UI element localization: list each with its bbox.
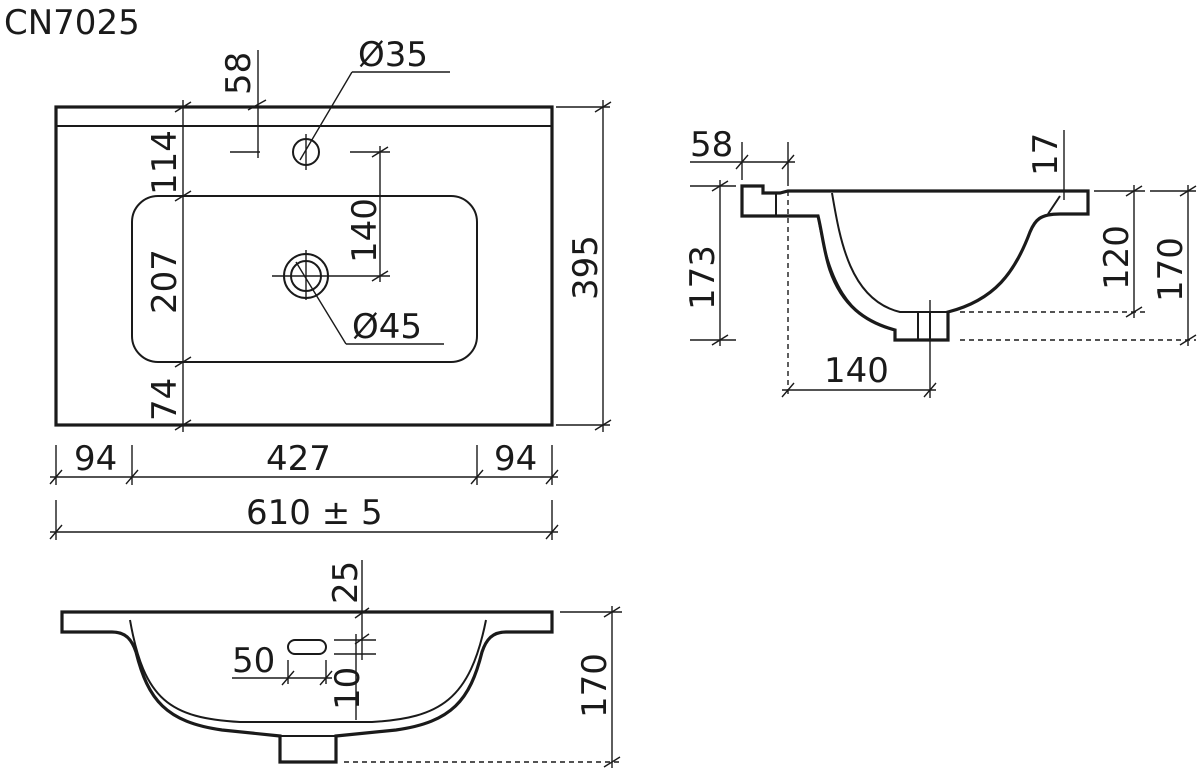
tick-120-bot — [1125, 306, 1143, 318]
dim-overflow-width: 50 — [232, 641, 275, 681]
tick-207-bot — [174, 356, 192, 368]
tick-w4 — [545, 469, 559, 485]
tick-140-bot — [371, 270, 389, 282]
tick-140-top — [371, 146, 389, 158]
dim-total-height-right: 170 — [1151, 237, 1191, 302]
dim-total-height-left: 173 — [683, 245, 723, 310]
dim-overflow-height: 10 — [328, 667, 368, 710]
front-inner-wall — [129, 619, 487, 723]
tick-50-l — [281, 670, 295, 686]
front-view: 25 50 10 170 — [60, 560, 622, 768]
dim-bottom-margin: 74 — [145, 378, 185, 421]
dim-front-total-height: 170 — [575, 653, 615, 718]
tick-173-bot — [711, 334, 729, 346]
bowl-outline — [131, 195, 478, 363]
tick-side-140-l — [781, 382, 795, 398]
dim-drain-hole: Ø45 — [352, 307, 422, 347]
dim-faucet-offset: 58 — [219, 52, 259, 95]
dim-top-margin: 114 — [145, 130, 185, 195]
tick-side-170-bot — [1179, 334, 1197, 346]
tick-120-top — [1125, 185, 1143, 197]
tick-58 — [247, 99, 267, 111]
tick-610-r — [545, 524, 559, 540]
product-code: CN7025 — [4, 3, 140, 43]
leader-35 — [299, 71, 353, 161]
tick-25-bot — [354, 633, 370, 645]
dim-left-margin: 94 — [74, 439, 117, 479]
side-rim-step — [1047, 195, 1061, 215]
dim-back-ledge: 58 — [690, 125, 733, 165]
tick-w1 — [49, 469, 63, 485]
front-profile — [60, 610, 554, 764]
tick-395-top — [594, 101, 612, 113]
side-profile — [740, 184, 1090, 342]
tick-w2 — [125, 469, 139, 485]
tick-side-170-top — [1179, 185, 1197, 197]
tick-side-58-l — [735, 154, 749, 170]
basin-outline — [54, 105, 554, 427]
dim-bowl-height: 120 — [1097, 225, 1137, 290]
dim-overall-width: 610 ± 5 — [246, 493, 383, 533]
dim-right-margin: 94 — [494, 439, 537, 479]
dim-bowl-width: 427 — [266, 439, 331, 479]
tick-610-l — [49, 524, 63, 540]
dim-drain-offset: 140 — [824, 351, 889, 391]
tick-side-140-r — [923, 382, 937, 398]
tick-114-top — [174, 101, 192, 113]
tick-w3 — [470, 469, 484, 485]
top-view: 58 Ø35 114 207 74 140 Ø45 395 — [49, 35, 612, 540]
dim-overflow-from-rim: 25 — [326, 561, 366, 604]
dim-faucet-to-drain: 140 — [345, 198, 385, 263]
tick-395-bot — [594, 419, 612, 431]
dim-bowl-depth: 207 — [145, 249, 185, 314]
leader-45 — [295, 261, 347, 345]
tick-side-58-r — [781, 154, 795, 170]
dim-overall-depth: 395 — [566, 235, 606, 300]
dim-rim-thickness: 17 — [1026, 133, 1066, 176]
tick-114-bot — [174, 190, 192, 202]
tick-25-top — [354, 607, 370, 619]
overflow-slot — [287, 639, 327, 655]
tick-50-r — [319, 670, 333, 686]
tick-front-170-top — [603, 606, 621, 618]
tick-173-top — [711, 180, 729, 192]
side-inner-wall — [831, 192, 948, 313]
dim-faucet-hole: Ø35 — [358, 35, 428, 75]
side-view: 58 17 173 120 170 140 — [683, 125, 1197, 398]
tick-74-bot — [174, 419, 192, 431]
tick-front-170-bot — [603, 756, 621, 768]
side-outer-wall — [817, 215, 896, 331]
